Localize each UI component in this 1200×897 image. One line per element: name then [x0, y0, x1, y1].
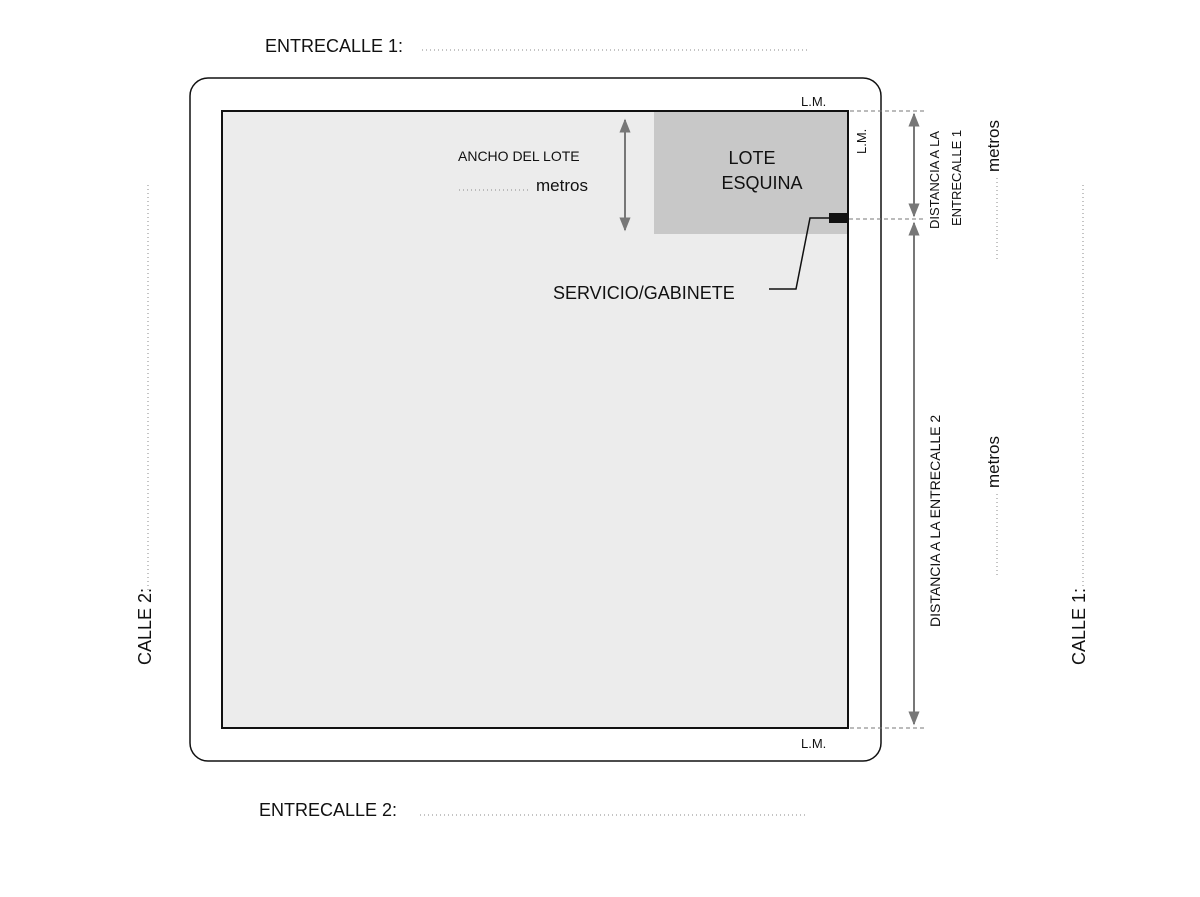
lot-width-unit: metros	[536, 176, 588, 195]
service-cabinet-leader	[769, 217, 829, 290]
lm-top-label: L.M.	[801, 94, 826, 109]
lm-side-label: L.M.	[854, 129, 869, 154]
entrecalle-1-label: ENTRECALLE 1:	[265, 36, 403, 56]
calle-1-label: CALLE 1:	[1069, 588, 1089, 665]
distance-1-unit: metros	[984, 120, 1003, 172]
corner-lot-label-line-2: ESQUINA	[721, 173, 802, 193]
service-cabinet-marker	[829, 213, 848, 223]
corner-lot-label-line-1: LOTE	[728, 148, 775, 168]
entrecalle-2-label: ENTRECALLE 2:	[259, 800, 397, 820]
service-cabinet-label: SERVICIO/GABINETE	[553, 283, 735, 303]
corner-lot	[654, 112, 847, 234]
distance-1-label-line-1: DISTANCIA A LA	[927, 131, 942, 229]
distance-2-unit: metros	[984, 436, 1003, 488]
calle-2-label: CALLE 2:	[135, 588, 155, 665]
lm-bottom-label: L.M.	[801, 736, 826, 751]
distance-2-label: DISTANCIA A LA ENTRECALLE 2	[927, 415, 943, 627]
lot-width-label: ANCHO DEL LOTE	[458, 148, 580, 164]
distance-1-label-line-2: ENTRECALLE 1	[949, 130, 964, 226]
